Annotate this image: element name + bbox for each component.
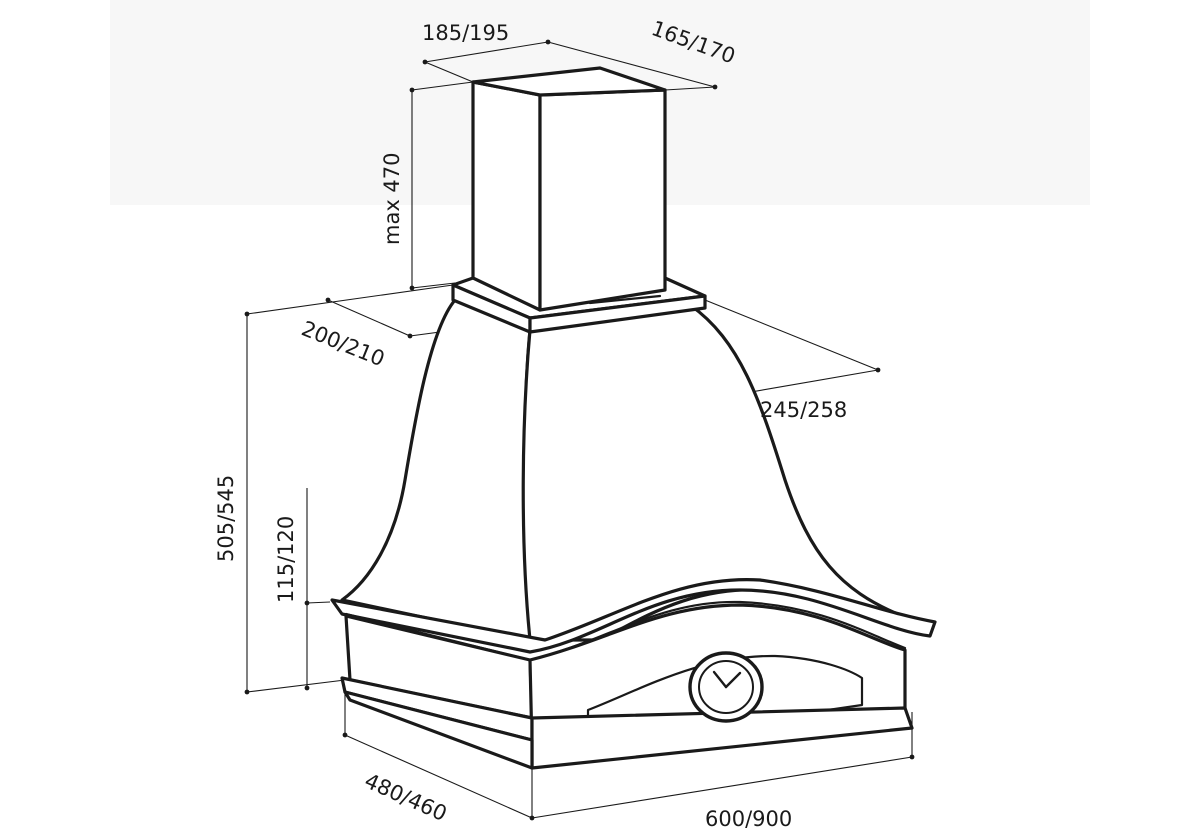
chimney-vent [588, 294, 662, 305]
panel-arch [586, 654, 864, 747]
dim-hood-width: 600/900 [705, 807, 792, 831]
dim-collar-width: 245/258 [760, 398, 847, 422]
collar-side [528, 294, 707, 334]
chimney-top [471, 66, 667, 97]
dim-chimney-depth: 165/170 [648, 16, 738, 68]
base-front-lower [343, 690, 534, 770]
dim-hood-depth: 480/460 [361, 769, 450, 826]
dim-chimney-height: max 470 [380, 152, 404, 245]
chimney-front [471, 80, 542, 312]
clock-icon [688, 651, 764, 723]
cornice [330, 577, 937, 654]
dim-cornice-height: 115/120 [274, 516, 298, 603]
dim-body-height: 505/545 [214, 475, 238, 562]
dim-collar-depth: 200/210 [298, 316, 388, 371]
dim-chimney-width: 185/195 [422, 21, 509, 45]
chimney-side [538, 88, 667, 312]
